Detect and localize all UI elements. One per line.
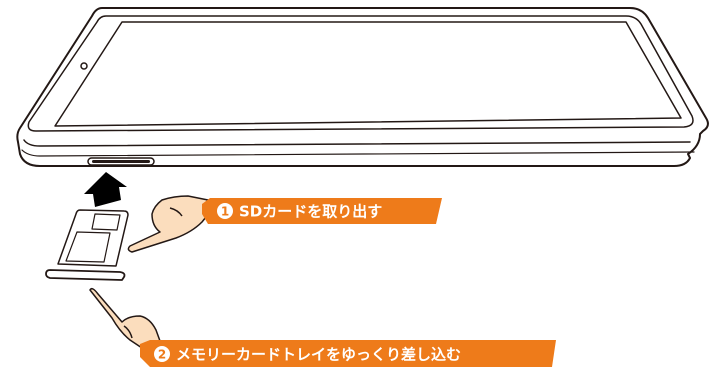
step-1-number-badge	[217, 203, 233, 219]
tablet-device	[16, 7, 709, 167]
tray-cap	[45, 269, 126, 281]
tablet-edge-line-upper	[23, 139, 691, 147]
step-1-text: SDカードを取り出す	[239, 203, 382, 221]
up-arrow-icon	[84, 172, 127, 207]
step-2-callout: 2 メモリーカードトレイをゆっくり差し込む	[140, 340, 556, 367]
callout-2-background	[140, 340, 556, 367]
pointing-hand-icon	[127, 195, 213, 253]
tablet-inner-bezel	[27, 15, 694, 132]
sd-card-slot	[65, 231, 111, 263]
card-slot-opening	[92, 160, 150, 163]
step-1-callout: 1 SDカードを取り出す	[202, 198, 442, 224]
tablet-screen	[54, 21, 682, 127]
tablet-edge-line-lower	[21, 149, 695, 157]
sim-slot	[91, 213, 121, 231]
step-2-number-badge	[154, 346, 170, 362]
tray-plate	[57, 209, 129, 267]
front-camera-icon	[80, 62, 88, 70]
step-2-number: 2	[158, 348, 166, 362]
step-1-number: 1	[221, 205, 229, 219]
tablet-outer-body	[16, 7, 709, 167]
memory-card-tray	[45, 209, 129, 281]
callout-1-background	[202, 198, 442, 224]
step-2-text: メモリーカードトレイをゆっくり差し込む	[176, 346, 461, 364]
